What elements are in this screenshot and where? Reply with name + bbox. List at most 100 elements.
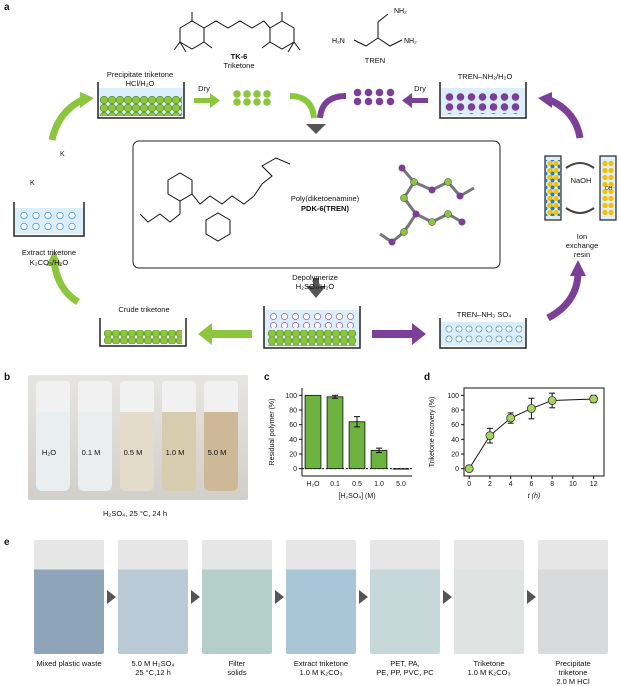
step-caption: Mixed plastic waste (36, 659, 102, 668)
step-photo (286, 540, 356, 654)
x-tick-label: 0.5 (352, 481, 362, 488)
svg-text:H₂N: H₂N (332, 38, 345, 45)
y-tick-label: 0 (293, 466, 297, 473)
vial-label-2: 0.1 M (81, 448, 101, 457)
k-label-2: K (30, 180, 35, 187)
data-point (485, 431, 495, 441)
step-photo (118, 540, 188, 654)
y-tick-label: 100 (285, 393, 297, 400)
step-photo (538, 540, 608, 654)
ion-arrow-top (565, 162, 595, 169)
y-tick-label: 80 (289, 408, 297, 415)
panel-label-d: d (424, 372, 431, 383)
data-point (527, 404, 536, 413)
arrow-curve-green (289, 93, 317, 119)
step-caption: Precipitate (555, 659, 591, 668)
green-particles-crude (104, 330, 182, 344)
ion-exchange-label-1: Ion (576, 232, 588, 241)
svg-text:NH₂: NH₂ (394, 8, 407, 15)
step-photo (454, 540, 524, 654)
pdk-structure (139, 157, 291, 242)
tk6-name: TK-6 (230, 52, 248, 61)
vial-50m (204, 381, 238, 491)
extract-label-solvent: K₂CO₃/H₂O (29, 258, 69, 267)
x-tick-label: 0.1 (330, 481, 340, 488)
y-tick-label: 100 (447, 393, 459, 400)
step-caption: 5.0 M H₂SO₄ (131, 659, 175, 668)
y-tick-label: 20 (451, 452, 459, 459)
step-caption: solids (227, 668, 247, 677)
green-particles-dry (232, 90, 272, 106)
ion-particles-tren-nh3 (444, 324, 522, 344)
tren-structure (353, 13, 403, 47)
vial-05m (120, 381, 154, 491)
arrow-tren-purple (372, 323, 426, 345)
step-caption: Filter (228, 659, 246, 668)
step-caption: Triketone (473, 659, 505, 668)
vial-10m (162, 381, 196, 491)
arrow-crude-green (198, 323, 252, 345)
tk6-subtitle: Triketone (223, 61, 255, 70)
x-tick-label: 2 (488, 481, 492, 488)
polymer-label: Poly(diketoenamine) (290, 194, 360, 203)
y-tick-label: 80 (451, 408, 459, 415)
crude-label: Crude triketone (118, 305, 170, 314)
oh-label: OH⁻ (605, 186, 616, 192)
tk6-structure (173, 12, 301, 53)
dry-left-label: Dry (198, 84, 210, 93)
x-tick-label: 10 (569, 481, 577, 488)
arrow-up-right-top (548, 96, 584, 139)
step-arrow (527, 590, 536, 604)
ion-arrow-bottom (565, 207, 595, 214)
step-caption: triketone (558, 668, 588, 677)
step-caption: PET, PA, (390, 659, 420, 668)
vial-label-4: 1.0 M (165, 448, 185, 457)
polymer-box (132, 140, 501, 269)
y-tick-label: 60 (289, 422, 297, 429)
polymer-code: PDK-6(TREN) (301, 204, 349, 213)
x-tick-label: 0 (467, 481, 471, 488)
vial-label-3: 0.5 M (123, 448, 143, 457)
ion-particles-depoly (268, 312, 356, 328)
green-particles-depoly (268, 330, 356, 346)
x-tick-label: 12 (590, 481, 598, 488)
arrow-dry-green (194, 93, 220, 108)
vial-label-1: H₂O (41, 448, 57, 457)
depolymerize-solvent: H₂SO₄/H₂O (295, 282, 335, 291)
bar (326, 396, 344, 470)
step-caption: 1.0 M K₂CO₃ (467, 668, 511, 677)
tren-name: TREN (364, 56, 386, 65)
series-line (468, 398, 594, 469)
vial-01m (78, 381, 112, 491)
step-caption: 2.0 M HCl (556, 677, 590, 686)
step-caption: PE, PP, PVC, PC (376, 668, 434, 677)
y-axis-label: Residual polymer (%) (269, 399, 276, 466)
x-tick-label: 1.0 (374, 481, 384, 488)
data-point (547, 396, 557, 405)
vial-label-5: 5.0 M (207, 448, 227, 457)
arrow-up-left (50, 261, 80, 306)
svg-text:NH₂: NH₂ (404, 38, 417, 45)
resin-left-anions (546, 160, 560, 216)
panel-label-e: e (4, 537, 10, 548)
y-tick-label: 40 (289, 437, 297, 444)
arrow-down-depoly (306, 286, 326, 298)
bar (392, 468, 410, 470)
naoh-label: NaOH (570, 176, 592, 185)
y-tick-label: 20 (289, 452, 297, 459)
step-arrow (275, 590, 284, 604)
tren-nh3-label: TREN–NH₃ SO₄ (456, 310, 512, 319)
bar (370, 449, 388, 470)
bar (348, 421, 366, 470)
vials-photo (28, 375, 248, 500)
data-point (506, 413, 516, 423)
vial-h2o (36, 381, 70, 491)
ion-particles-extract (18, 210, 80, 232)
step-arrow (443, 590, 452, 604)
extract-label: Extract triketone (21, 248, 77, 257)
plot-frame (463, 387, 605, 477)
purple-particles-tren (444, 92, 522, 114)
y-tick-label: 40 (451, 437, 459, 444)
step-arrow (107, 590, 116, 604)
